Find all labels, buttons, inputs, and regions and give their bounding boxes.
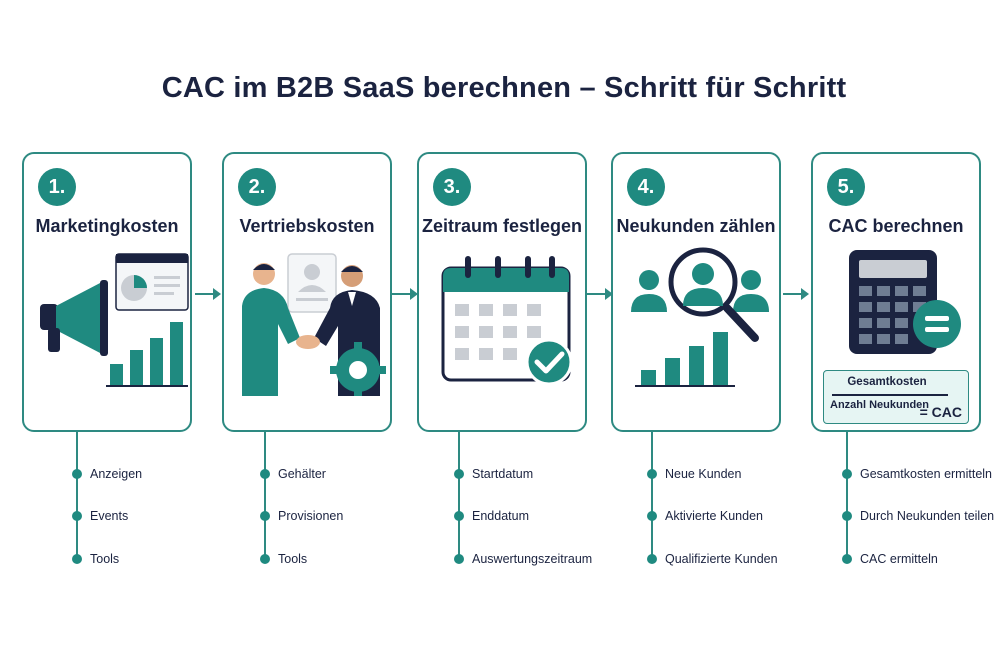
formula-numerator: Gesamtkosten: [847, 376, 927, 388]
megaphone-chart-illustration: [40, 253, 189, 387]
bar-chart-icon: [641, 332, 728, 386]
list-item: Aktivierte Kunden: [647, 508, 763, 524]
step-title: Marketingkosten: [35, 216, 179, 236]
handshake-illustration: [242, 253, 386, 396]
step-card-2: 2. Vertriebskosten: [222, 152, 392, 432]
dashboard-window-icon: [115, 253, 189, 311]
list-item: CAC ermitteln: [842, 551, 938, 567]
step-number-badge: 4.: [627, 168, 665, 206]
list-item: Tools: [260, 551, 307, 567]
step-number-badge: 3.: [433, 168, 471, 206]
list-item: Durch Neukunden teilen: [842, 508, 994, 524]
person-left-icon: [242, 263, 300, 396]
formula-equals: =: [919, 404, 928, 420]
magnifier-icon: [668, 247, 759, 342]
step-list-2: Gehälter Provisionen Tools: [260, 432, 434, 572]
bullet-dot: [260, 469, 270, 479]
step-card-3: 3. Zeitraum festlegen: [417, 152, 587, 432]
list-item: Qualifizierte Kunden: [647, 551, 778, 567]
calendar-icon: [441, 256, 571, 382]
list-connector: [76, 432, 78, 560]
step-title: Zeitraum festlegen: [421, 216, 583, 236]
step-title: Neukunden zählen: [616, 216, 776, 236]
formula-denominator: Anzahl Neukunden: [830, 399, 930, 411]
step-title: CAC berechnen: [828, 216, 964, 236]
list-item: Tools: [72, 551, 119, 567]
bullet-dot: [647, 469, 657, 479]
bullet-dot: [454, 511, 464, 521]
profile-card-icon: [287, 253, 337, 313]
list-item: Neue Kunden: [647, 466, 741, 482]
arrow-right-icon: [195, 288, 221, 300]
step-list-1: Anzeigen Events Tools: [72, 432, 246, 572]
bullet-dot: [260, 511, 270, 521]
step-title: Vertriebskosten: [239, 216, 375, 236]
arrow-right-icon: [587, 288, 613, 300]
gear-icon: [330, 342, 386, 396]
step-card-5: 5. CAC berechnen Gesamtkosten Anzahl Neu…: [811, 152, 981, 432]
bullet-dot: [454, 554, 464, 564]
list-connector: [651, 432, 653, 560]
list-item: Gehälter: [260, 466, 326, 482]
bullet-dot: [454, 469, 464, 479]
step-number-badge: 1.: [38, 168, 76, 206]
equals-icon: [913, 300, 961, 348]
list-connector: [458, 432, 460, 560]
step-number-badge: 5.: [827, 168, 865, 206]
step-list-4: Neue Kunden Aktivierte Kunden Qualifizie…: [647, 432, 821, 572]
arrow-right-icon: [392, 288, 418, 300]
bullet-dot: [647, 511, 657, 521]
list-item: Auswertungszeitraum: [454, 551, 592, 567]
bullet-dot: [260, 554, 270, 564]
people-icon: [631, 270, 769, 312]
step-list-5: Gesamtkosten ermitteln Durch Neukunden t…: [842, 432, 1006, 572]
step-list-3: Startdatum Enddatum Auswertungszeitraum: [454, 432, 628, 572]
bullet-dot: [72, 511, 82, 521]
bullet-dot: [72, 554, 82, 564]
handshake-icon: [296, 335, 320, 349]
calculator-illustration: [849, 250, 961, 354]
list-item: Enddatum: [454, 508, 529, 524]
formula-result-label: CAC: [931, 404, 962, 420]
bullet-dot: [842, 511, 852, 521]
calendar-illustration: [441, 256, 573, 386]
bullet-dot: [842, 554, 852, 564]
customer-search-illustration: [631, 247, 769, 387]
step-card-4: 4. Neukunden zählen: [611, 152, 781, 432]
checkmark-icon: [525, 338, 573, 386]
list-item: Startdatum: [454, 466, 533, 482]
formula-result: = CAC: [920, 404, 962, 420]
bullet-dot: [842, 469, 852, 479]
bullet-dot: [647, 554, 657, 564]
bullet-dot: [72, 469, 82, 479]
list-connector: [846, 432, 848, 560]
step-card-1: 1. Marketingkosten: [22, 152, 192, 432]
cac-formula: Gesamtkosten Anzahl Neukunden = CAC: [823, 370, 969, 424]
list-item: Provisionen: [260, 508, 343, 524]
bar-chart-icon: [106, 322, 188, 387]
step-number-badge: 2.: [238, 168, 276, 206]
fraction-bar: [832, 394, 948, 396]
list-item: Events: [72, 508, 128, 524]
list-connector: [264, 432, 266, 560]
list-item: Gesamtkosten ermitteln: [842, 466, 992, 482]
arrow-right-icon: [783, 288, 809, 300]
megaphone-icon: [40, 280, 108, 356]
page-title: CAC im B2B SaaS berechnen – Schritt für …: [161, 72, 847, 104]
list-item: Anzeigen: [72, 466, 142, 482]
